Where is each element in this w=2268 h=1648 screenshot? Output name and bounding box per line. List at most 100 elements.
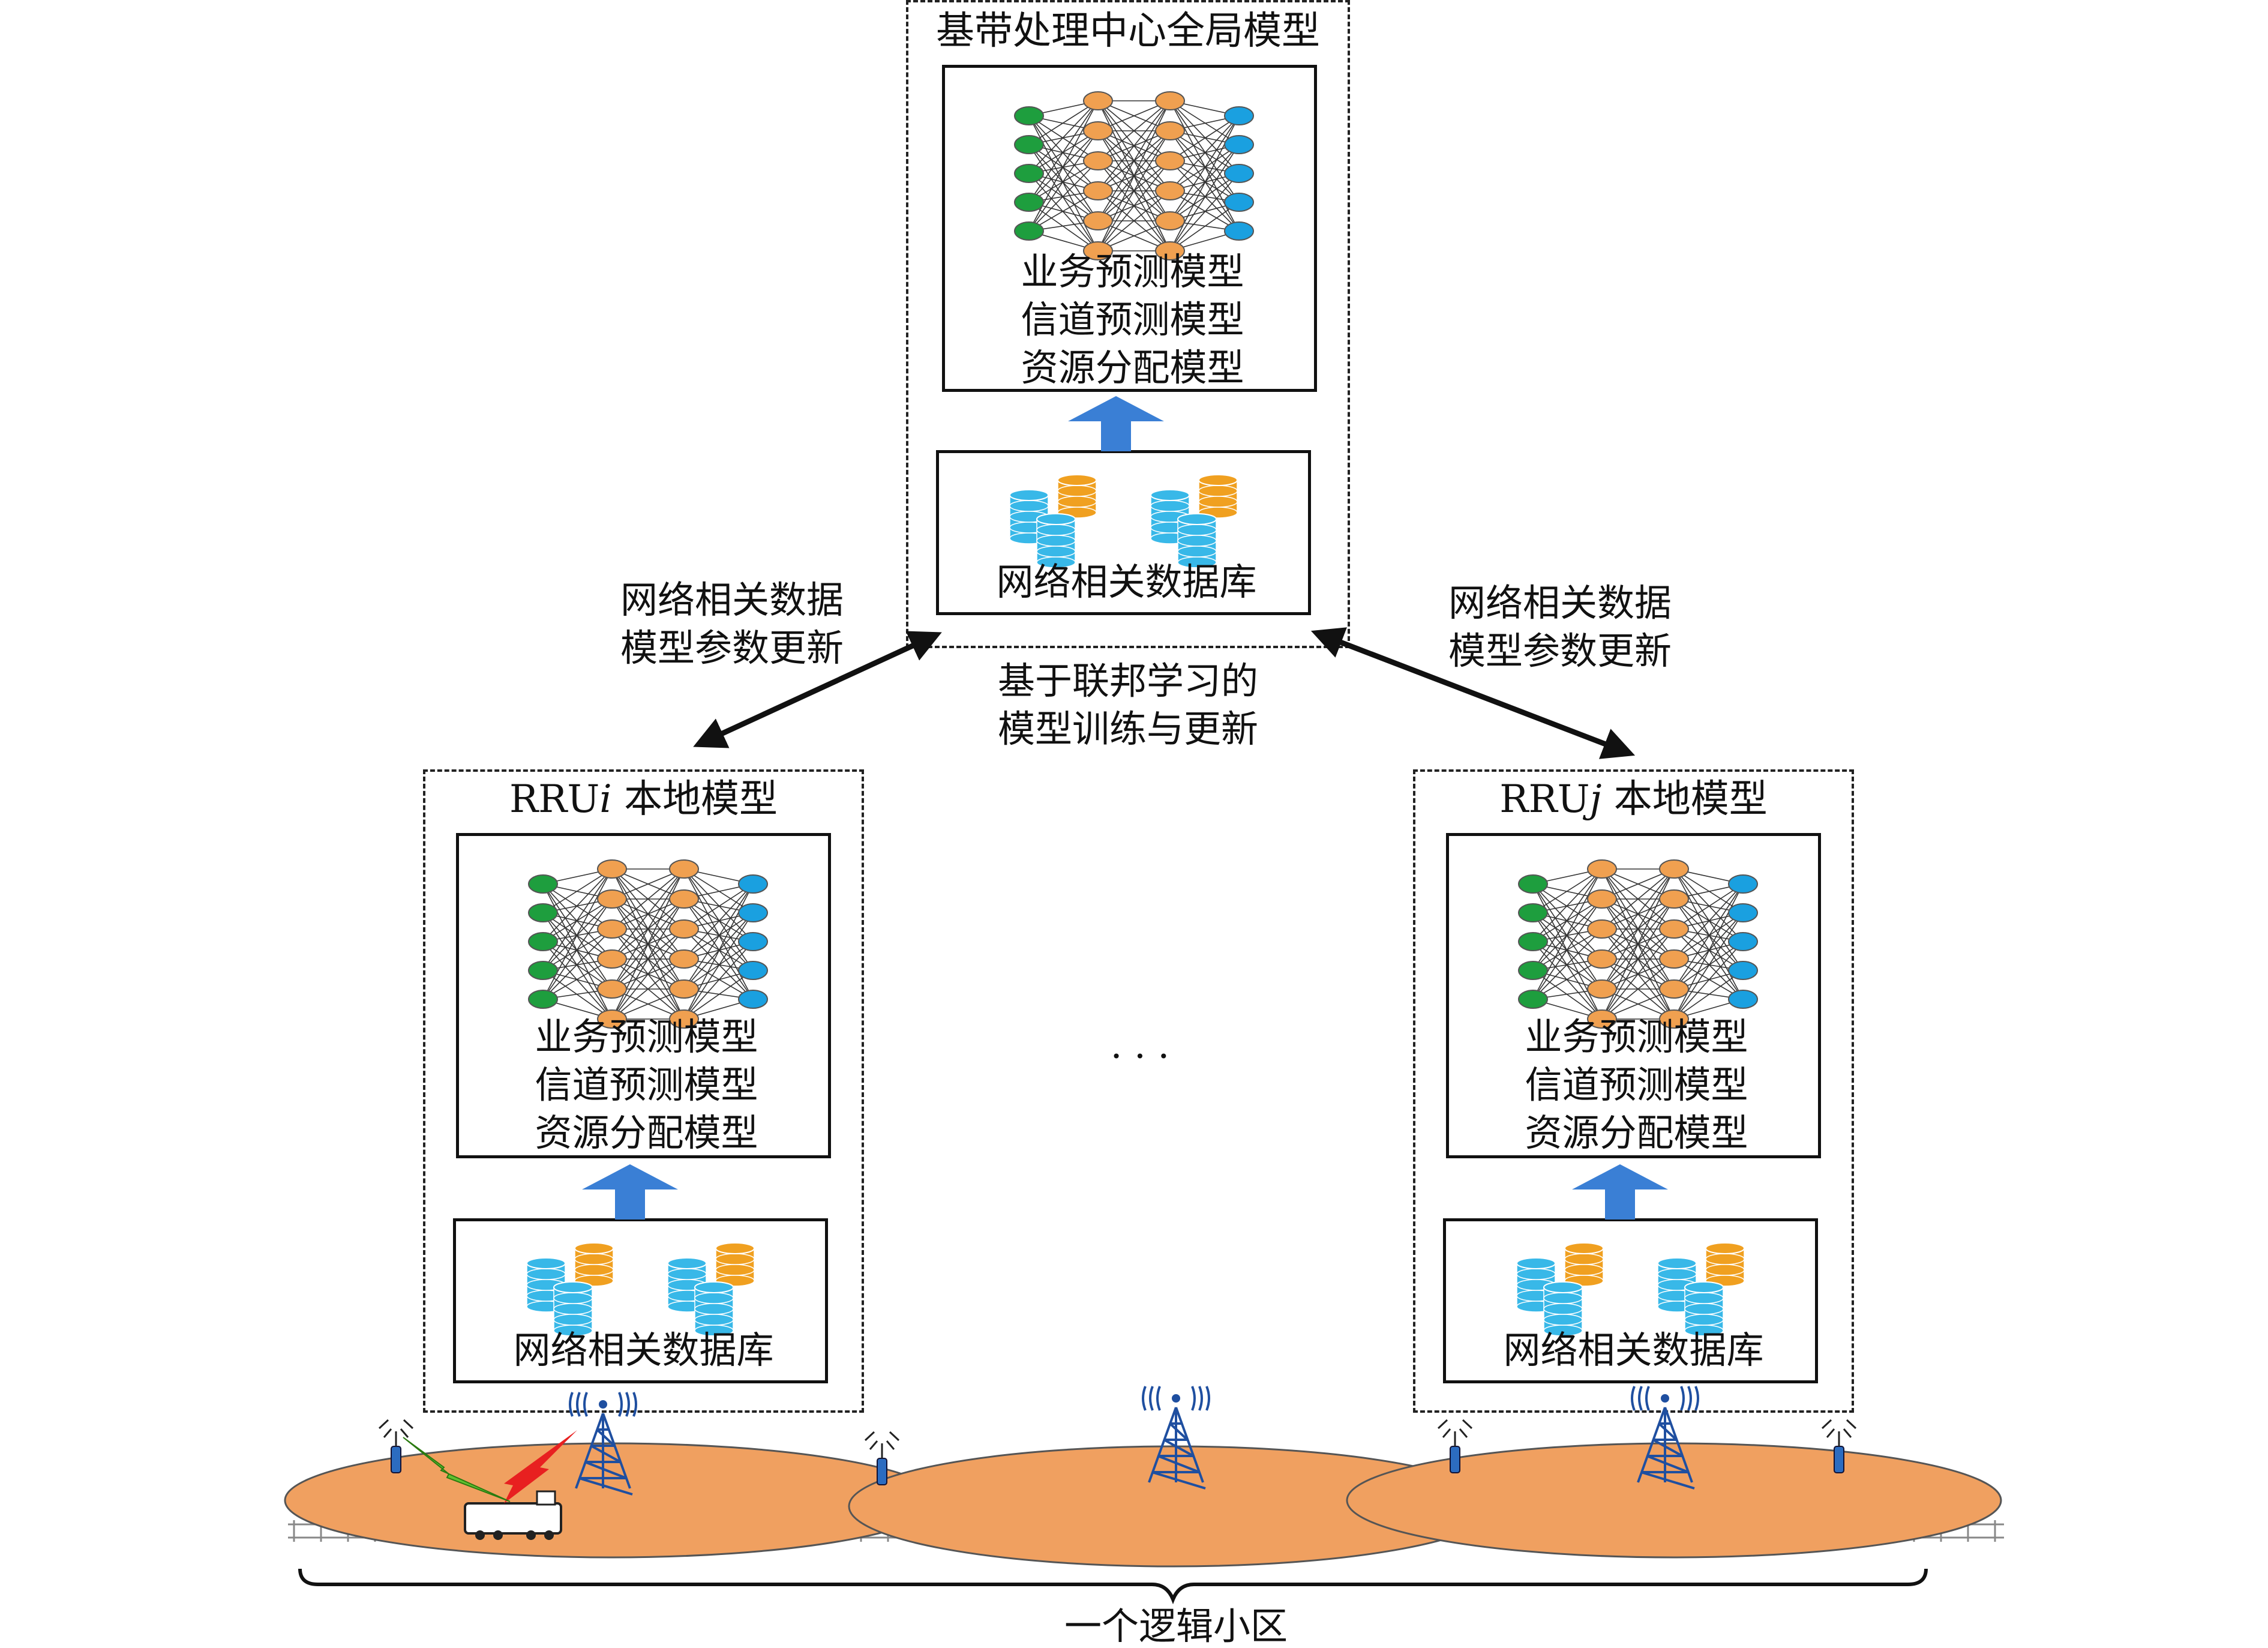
database-icon — [1009, 474, 1238, 567]
nn-node — [597, 859, 627, 879]
nn-node — [1155, 181, 1185, 200]
nn-node — [528, 990, 558, 1009]
nn-node — [669, 919, 699, 939]
rru-i-db-box: 网络相关数据库 — [453, 1218, 828, 1383]
nn-node — [1224, 106, 1254, 125]
nn-node — [1659, 889, 1689, 909]
nn-node — [1587, 979, 1617, 999]
nn-node — [738, 990, 768, 1009]
database-icon — [1516, 1242, 1745, 1335]
rru-j-model-2: 信道预测模型 — [1525, 1063, 1748, 1107]
nn-node — [1014, 135, 1044, 154]
nn-node — [1728, 961, 1758, 980]
nn-node — [528, 961, 558, 980]
nn-node — [1518, 932, 1548, 951]
nn-node — [669, 979, 699, 999]
nn-node — [597, 979, 627, 999]
nn-node — [1224, 164, 1254, 183]
nn-node — [1659, 859, 1689, 879]
central-model-2: 信道预测模型 — [1021, 298, 1244, 341]
database-stack-icon — [1150, 474, 1238, 567]
nn-node — [528, 874, 558, 894]
neural-network-icon — [1518, 859, 1758, 1029]
central-title: 基带处理中心全局模型 — [936, 9, 1320, 53]
rru-antenna-icon — [864, 1431, 900, 1485]
nn-node — [1014, 164, 1044, 183]
right-link-arrow — [1310, 627, 1636, 759]
central-db-label: 网络相关数据库 — [996, 560, 1257, 604]
nn-node — [669, 859, 699, 879]
rru-antenna-icon — [378, 1419, 414, 1473]
nn-node — [1659, 919, 1689, 939]
nn-node — [1728, 874, 1758, 894]
arrow-up-rru-i — [582, 1164, 678, 1219]
nn-node — [1083, 181, 1113, 200]
nn-node — [738, 961, 768, 980]
rru-antenna-icon — [1437, 1419, 1473, 1473]
right-link-label-1: 网络相关数据 — [1448, 581, 1672, 625]
nn-node — [528, 903, 558, 922]
nn-node — [1155, 211, 1185, 230]
rru-j-panel — [1413, 769, 1854, 1413]
nn-node — [597, 1009, 627, 1029]
nn-node — [1728, 990, 1758, 1009]
nn-node — [1155, 241, 1185, 260]
center-caption-1: 基于联邦学习的 — [997, 659, 1258, 703]
arrow-up-central — [1068, 396, 1164, 451]
rru-i-model-1: 业务预测模型 — [535, 1015, 758, 1059]
database-stack-icon — [1009, 474, 1097, 567]
nn-node — [1518, 874, 1548, 894]
nn-node — [597, 919, 627, 939]
database-stack-icon — [667, 1242, 755, 1335]
nn-node — [669, 1009, 699, 1029]
database-icon — [526, 1242, 755, 1335]
nn-node — [1659, 979, 1689, 999]
nn-node — [1659, 1009, 1689, 1029]
neural-network-icon — [1014, 91, 1254, 260]
nn-node — [1587, 1009, 1617, 1029]
central-global-model-panel — [906, 0, 1350, 648]
rru-antenna-icon — [1821, 1419, 1857, 1473]
rru-j-model-3: 资源分配模型 — [1525, 1111, 1748, 1155]
train-icon — [464, 1490, 562, 1540]
nn-node — [1728, 903, 1758, 922]
nn-node — [1083, 151, 1113, 170]
central-model-3: 资源分配模型 — [1021, 346, 1244, 389]
central-db-box: 网络相关数据库 — [936, 450, 1311, 615]
rru-i-title: RRUi 本地模型 — [509, 777, 778, 822]
rru-j-db-box: 网络相关数据库 — [1443, 1218, 1818, 1383]
nn-node — [669, 949, 699, 969]
rru-j-title: RRUj 本地模型 — [1499, 777, 1768, 822]
cell-coverage-3 — [1346, 1442, 2002, 1559]
arrow-up-rru-j — [1572, 1164, 1668, 1219]
nn-node — [738, 903, 768, 922]
nn-node — [1518, 961, 1548, 980]
nn-node — [1155, 151, 1185, 170]
nn-node — [738, 932, 768, 951]
center-caption-2: 模型训练与更新 — [997, 707, 1258, 751]
nn-node — [1587, 919, 1617, 939]
nn-node — [1587, 889, 1617, 909]
ellipsis: · · · — [1110, 1034, 1170, 1078]
left-link-arrow — [693, 631, 942, 748]
nn-node — [1155, 91, 1185, 110]
bottom-brace — [298, 1568, 1928, 1605]
nn-node — [1224, 193, 1254, 212]
rru-i-model-2: 信道预测模型 — [535, 1063, 758, 1107]
green-link-icon — [403, 1437, 511, 1502]
neural-network-icon — [528, 859, 768, 1029]
nn-node — [1224, 135, 1254, 154]
nn-node — [1014, 106, 1044, 125]
nn-node — [1518, 903, 1548, 922]
database-stack-icon — [1657, 1242, 1745, 1335]
database-stack-icon — [526, 1242, 614, 1335]
central-model-1: 业务预测模型 — [1021, 250, 1244, 293]
rru-j-model-box: 业务预测模型 信道预测模型 资源分配模型 — [1446, 833, 1821, 1158]
nn-node — [1155, 121, 1185, 140]
lightning-icon — [504, 1430, 577, 1503]
rru-j-db-label: 网络相关数据库 — [1503, 1328, 1764, 1372]
nn-node — [669, 889, 699, 909]
nn-node — [597, 889, 627, 909]
nn-node — [1518, 990, 1548, 1009]
